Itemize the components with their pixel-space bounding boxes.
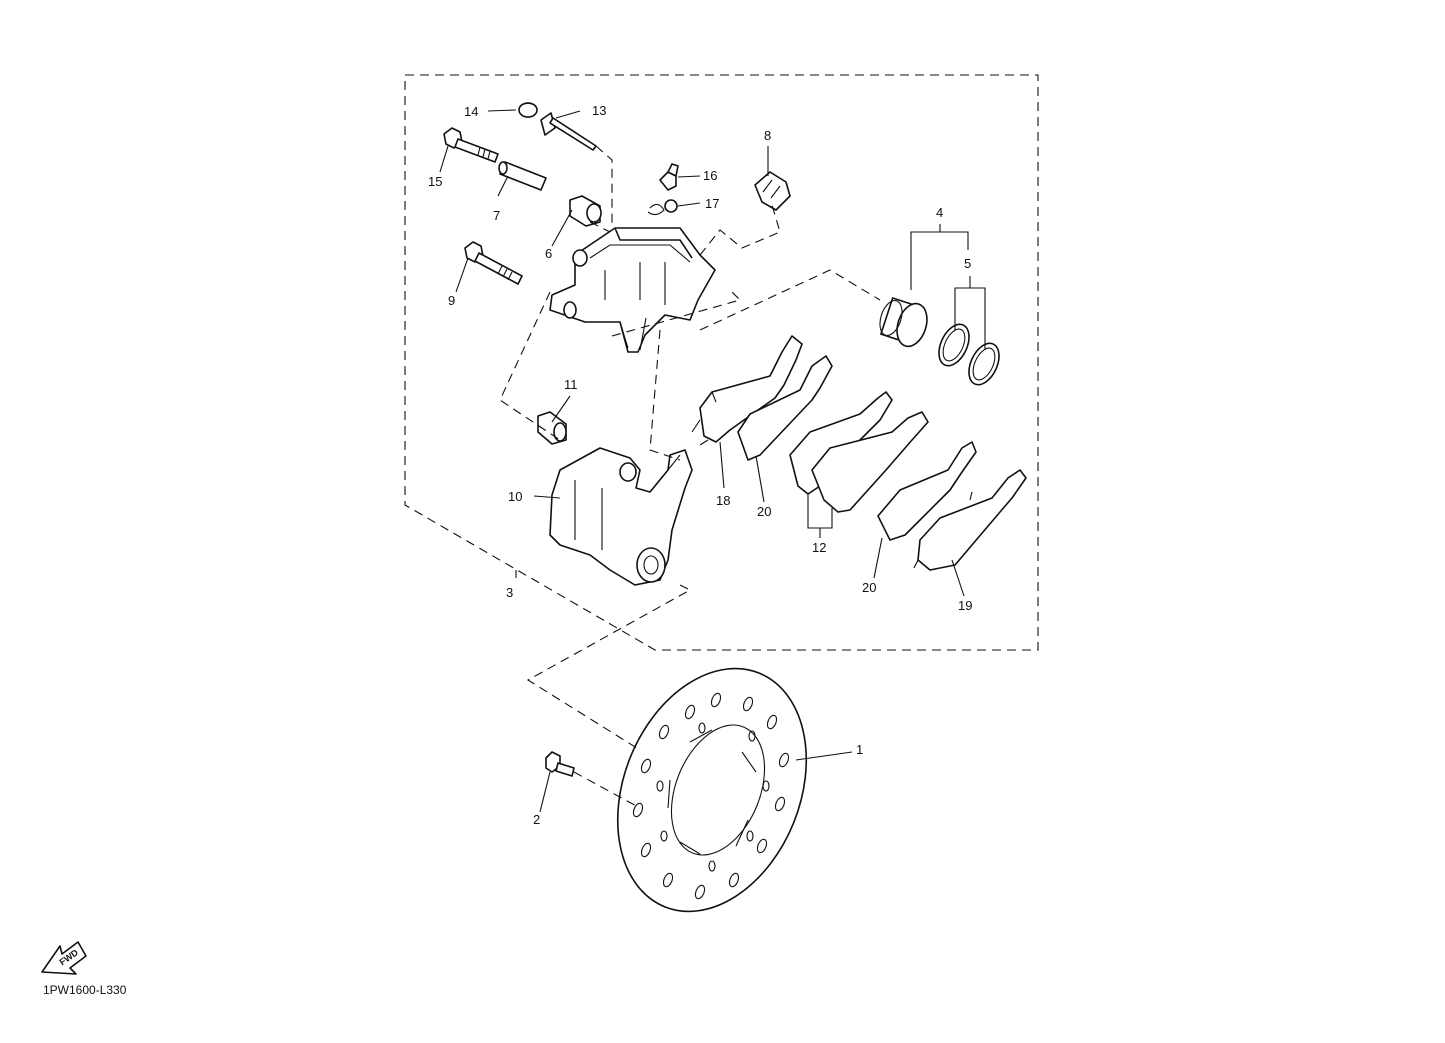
callout-9: 9 — [448, 293, 455, 308]
callout-12: 12 — [812, 540, 826, 555]
callout-10: 10 — [508, 489, 522, 504]
bleed-screw-part-16 — [659, 163, 679, 191]
caliper-body — [549, 227, 716, 353]
slide-pin-part-7 — [498, 161, 547, 191]
callout-11: 11 — [564, 377, 578, 392]
callout-8: 8 — [764, 128, 771, 143]
bolt-part-9 — [464, 241, 523, 285]
piston-seal-part-5 — [938, 323, 1000, 386]
callout-15: 15 — [428, 174, 442, 189]
callout-3: 3 — [506, 585, 513, 600]
bleed-cap-part-14 — [518, 102, 538, 118]
bushing-part-6 — [569, 195, 602, 227]
disc-bolt-part-2 — [545, 751, 575, 777]
callout-4: 4 — [936, 205, 943, 220]
callout-6: 6 — [545, 246, 552, 261]
callout-1: 1 — [856, 742, 863, 757]
callout-20-lower: 20 — [862, 580, 876, 595]
callout-16: 16 — [703, 168, 717, 183]
callout-5: 5 — [964, 256, 971, 271]
diagram-code: 1PW1600-L330 — [43, 983, 127, 997]
callout-labels: 1 2 3 4 5 6 7 8 9 10 11 12 13 14 15 16 1… — [428, 103, 972, 827]
leader-lines — [439, 109, 986, 813]
bushing-part-11 — [537, 411, 567, 445]
brake-pad-part-20-lower — [877, 441, 977, 541]
callout-2: 2 — [533, 812, 540, 827]
piston-part-4 — [879, 297, 928, 348]
caliper-bracket-part-10 — [549, 447, 693, 586]
bolt-part-15 — [443, 127, 499, 163]
assembly-boundary — [404, 74, 1039, 651]
callout-17: 17 — [705, 196, 719, 211]
pad-shim-part-18 — [691, 335, 803, 446]
callout-7: 7 — [493, 208, 500, 223]
pad-spring-part-8 — [754, 171, 791, 211]
pad-pin-part-13 — [540, 112, 597, 151]
callout-20-upper: 20 — [757, 504, 771, 519]
assembly-lines — [499, 145, 881, 809]
callout-13: 13 — [592, 103, 606, 118]
pad-shim-part-19 — [913, 469, 1027, 571]
pad-set-part-12 — [789, 391, 929, 513]
fwd-arrow-icon: FWD — [41, 941, 87, 975]
clip-part-17 — [647, 199, 678, 216]
callout-14: 14 — [464, 104, 478, 119]
brake-disc-part-1 — [616, 667, 808, 913]
callout-18: 18 — [716, 493, 730, 508]
disc-holes — [632, 692, 790, 900]
callout-19: 19 — [958, 598, 972, 613]
